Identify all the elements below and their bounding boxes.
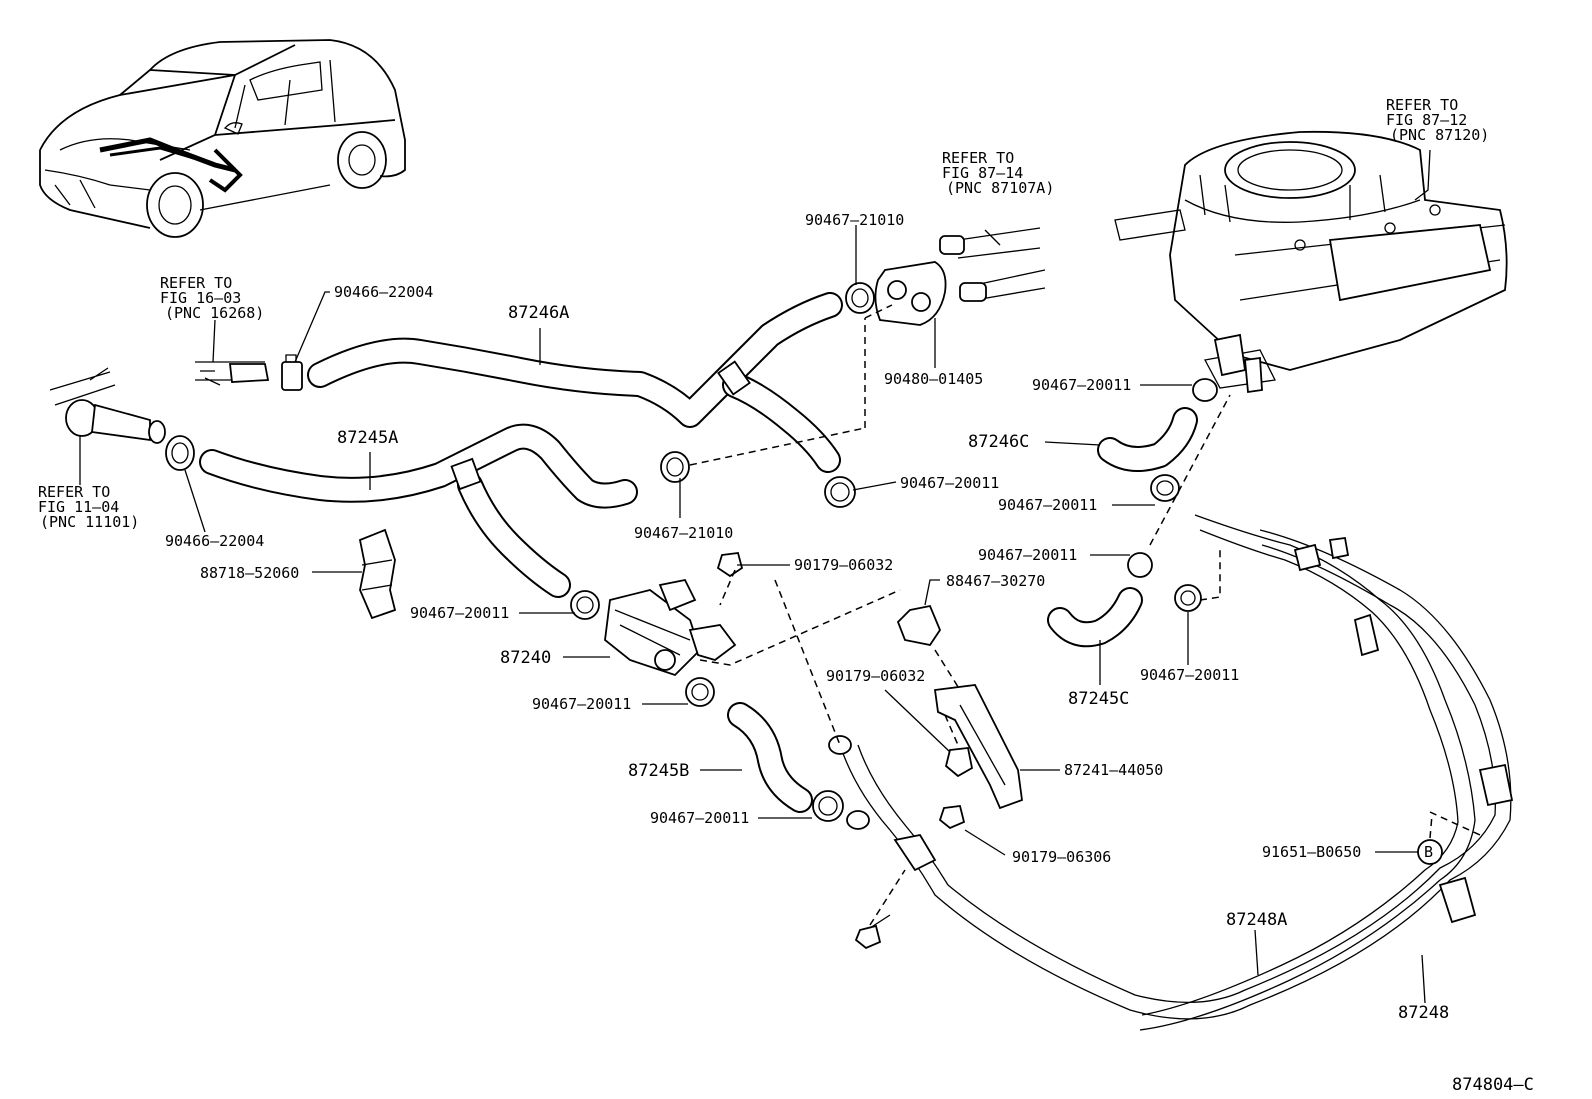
part-label: 90467–20011 [978,546,1077,564]
part-labels: 90466–22004 87246A 90467–21010 90480–014… [165,211,1449,1023]
part-label: 90179–06032 [794,556,893,574]
vehicle-illustration [39,39,406,238]
part-label: 90467–20011 [532,695,631,713]
hose-87246a [307,292,843,473]
water-pipes-87248 [828,514,1514,1031]
part-label: 87245B [628,761,689,781]
hose-87245a [199,423,638,598]
part-label: 90480–01405 [884,370,983,388]
clip-88718 [358,528,397,620]
part-label: 88467–30270 [946,572,1045,590]
ref-note-line: FIG 11–04 [38,498,119,516]
leader-lines [79,149,1431,1004]
part-label: 88718–52060 [200,564,299,582]
ref-note-fig-87-12: REFER TO FIG 87–12 (PNC 87120) [1386,96,1489,144]
part-label: 90467–20011 [1140,666,1239,684]
hose-clamps [165,282,1218,822]
marker-b-text: B [1424,843,1433,861]
part-label: 90467–20011 [1032,376,1131,394]
part-label: 90179–06032 [826,667,925,685]
part-label: 87248A [1226,910,1287,930]
ref-note-line: REFER TO [942,149,1014,167]
ref-note-line: (PNC 87120) [1390,126,1489,144]
water-valve-87240 [604,578,737,677]
ref-note-fig-11-04: REFER TO FIG 11–04 (PNC 11101) [38,483,139,531]
assembly-dashed-lines [689,304,1481,926]
ref-note-line: FIG 87–14 [942,164,1023,182]
part-label: 90467–20011 [998,496,1097,514]
ref-note-line: (PNC 87107A) [946,179,1054,197]
ref-note-line: FIG 87–12 [1386,111,1467,129]
part-label: 90467–21010 [634,524,733,542]
part-label: 90467–20011 [650,809,749,827]
ref-note-line: (PNC 16268) [165,304,264,322]
engine-pipe-stub-top [195,354,303,391]
hose-87245b [727,702,813,813]
ref-note-line: REFER TO [160,274,232,292]
part-label: 87248 [1398,1003,1449,1023]
part-label: 87245A [337,428,398,448]
marker-b: B [1417,839,1443,865]
part-label: 90467–20011 [410,604,509,622]
fasteners [716,552,974,950]
hose-87245c [1047,587,1143,648]
part-label: 87241–44050 [1064,761,1163,779]
grommet-90480 [874,227,1046,326]
engine-pipe-stub-left [49,367,166,444]
ref-note-line: FIG 16–03 [160,289,241,307]
hose-87246c [1097,407,1198,472]
part-label: 90466–22004 [334,283,433,301]
part-label: 90466–22004 [165,532,264,550]
diagram-id: 874804–C [1452,1075,1534,1095]
bracket-87241 [933,684,1023,810]
part-label: 90179–06306 [1012,848,1111,866]
ref-note-line: REFER TO [1386,96,1458,114]
part-label: 91651–B0650 [1262,843,1361,861]
ref-note-fig-16-03: REFER TO FIG 16–03 (PNC 16268) [160,274,264,322]
ref-note-line: REFER TO [38,483,110,501]
part-label: 87240 [500,648,551,668]
ref-note-fig-87-14: REFER TO FIG 87–14 (PNC 87107A) [942,149,1054,197]
part-label: 90467–20011 [900,474,999,492]
part-label: 90467–21010 [805,211,904,229]
part-label: 87245C [1068,689,1129,709]
part-label: 87246C [968,432,1029,452]
ref-note-line: (PNC 11101) [40,513,139,531]
part-label: 87246A [508,303,569,323]
heater-unit [1114,130,1508,394]
